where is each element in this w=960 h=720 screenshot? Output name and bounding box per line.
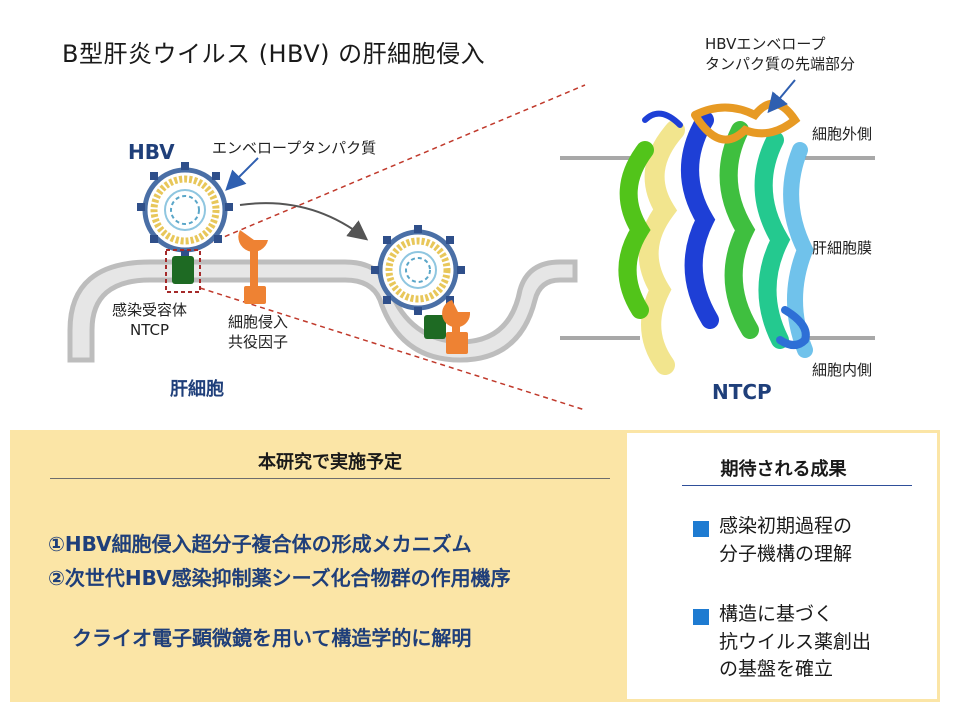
hbv-virion-entering-icon xyxy=(371,225,465,315)
expected-divider xyxy=(682,485,912,486)
tip-pointer-arrow xyxy=(767,79,796,114)
expected-results-panel: 期待される成果 感染初期過程の 分子機構の理解 構造に基づく 抗ウイルス薬創出 … xyxy=(627,430,940,702)
protein-ribbon xyxy=(618,99,814,375)
receptor-label: 感染受容体 NTCP xyxy=(112,301,188,340)
ntcp-highlight-box xyxy=(165,249,201,293)
envelope-label: エンベロープタンパク質 xyxy=(212,139,377,157)
cofactor-label: 細胞侵入 共役因子 xyxy=(228,313,289,352)
hepatocyte-entry-schematic xyxy=(67,84,586,411)
entry-motion-arrow xyxy=(239,202,369,241)
outside-label: 細胞外側 xyxy=(812,125,873,143)
expected-item-1: 感染初期過程の 分子機構の理解 xyxy=(719,515,853,565)
ntcp-structure-illustration xyxy=(560,79,875,375)
page-title: B型肝炎ウイルス (HBV) の肝細胞侵入 xyxy=(62,40,486,68)
expected-item-2: 構造に基づく 抗ウイルス薬創出 の基盤を確立 xyxy=(719,603,872,681)
plan-item-1: ①HBV細胞侵入超分子複合体の形成メカニズム xyxy=(48,532,472,556)
inside-label: 細胞内側 xyxy=(812,361,873,379)
envelope-tip-label: HBVエンベロープ タンパク質の先端部分 xyxy=(705,35,856,74)
bullet-square-icon xyxy=(693,609,709,625)
hbv-virion-icon xyxy=(137,162,233,258)
zoom-line-top xyxy=(199,84,586,248)
plan-divider xyxy=(50,478,610,479)
hbv-label: HBV xyxy=(128,140,175,164)
membrane-label: 肝細胞膜 xyxy=(812,239,873,257)
entry-cofactor-bound-icon xyxy=(442,300,471,354)
plan-item-3: クライオ電子顕微鏡を用いて構造学的に解明 xyxy=(72,626,472,650)
plan-heading: 本研究で実施予定 xyxy=(258,452,402,473)
entry-cofactor-icon xyxy=(238,230,268,304)
research-plan-panel: 本研究で実施予定 ①HBV細胞侵入超分子複合体の形成メカニズム ②次世代HBV感… xyxy=(10,430,678,702)
ntcp-structure-label: NTCP xyxy=(712,380,772,404)
ntcp-receptor-icon xyxy=(172,256,194,284)
plan-item-2: ②次世代HBV感染抑制薬シーズ化合物群の作用機序 xyxy=(48,566,511,590)
expected-heading: 期待される成果 xyxy=(720,459,847,480)
envelope-pointer-arrow xyxy=(225,157,259,191)
hepatocyte-label: 肝細胞 xyxy=(170,379,224,400)
bullet-square-icon xyxy=(693,521,709,537)
zoom-line-bottom xyxy=(199,287,586,411)
ntcp-receptor-bound-icon xyxy=(424,315,446,339)
